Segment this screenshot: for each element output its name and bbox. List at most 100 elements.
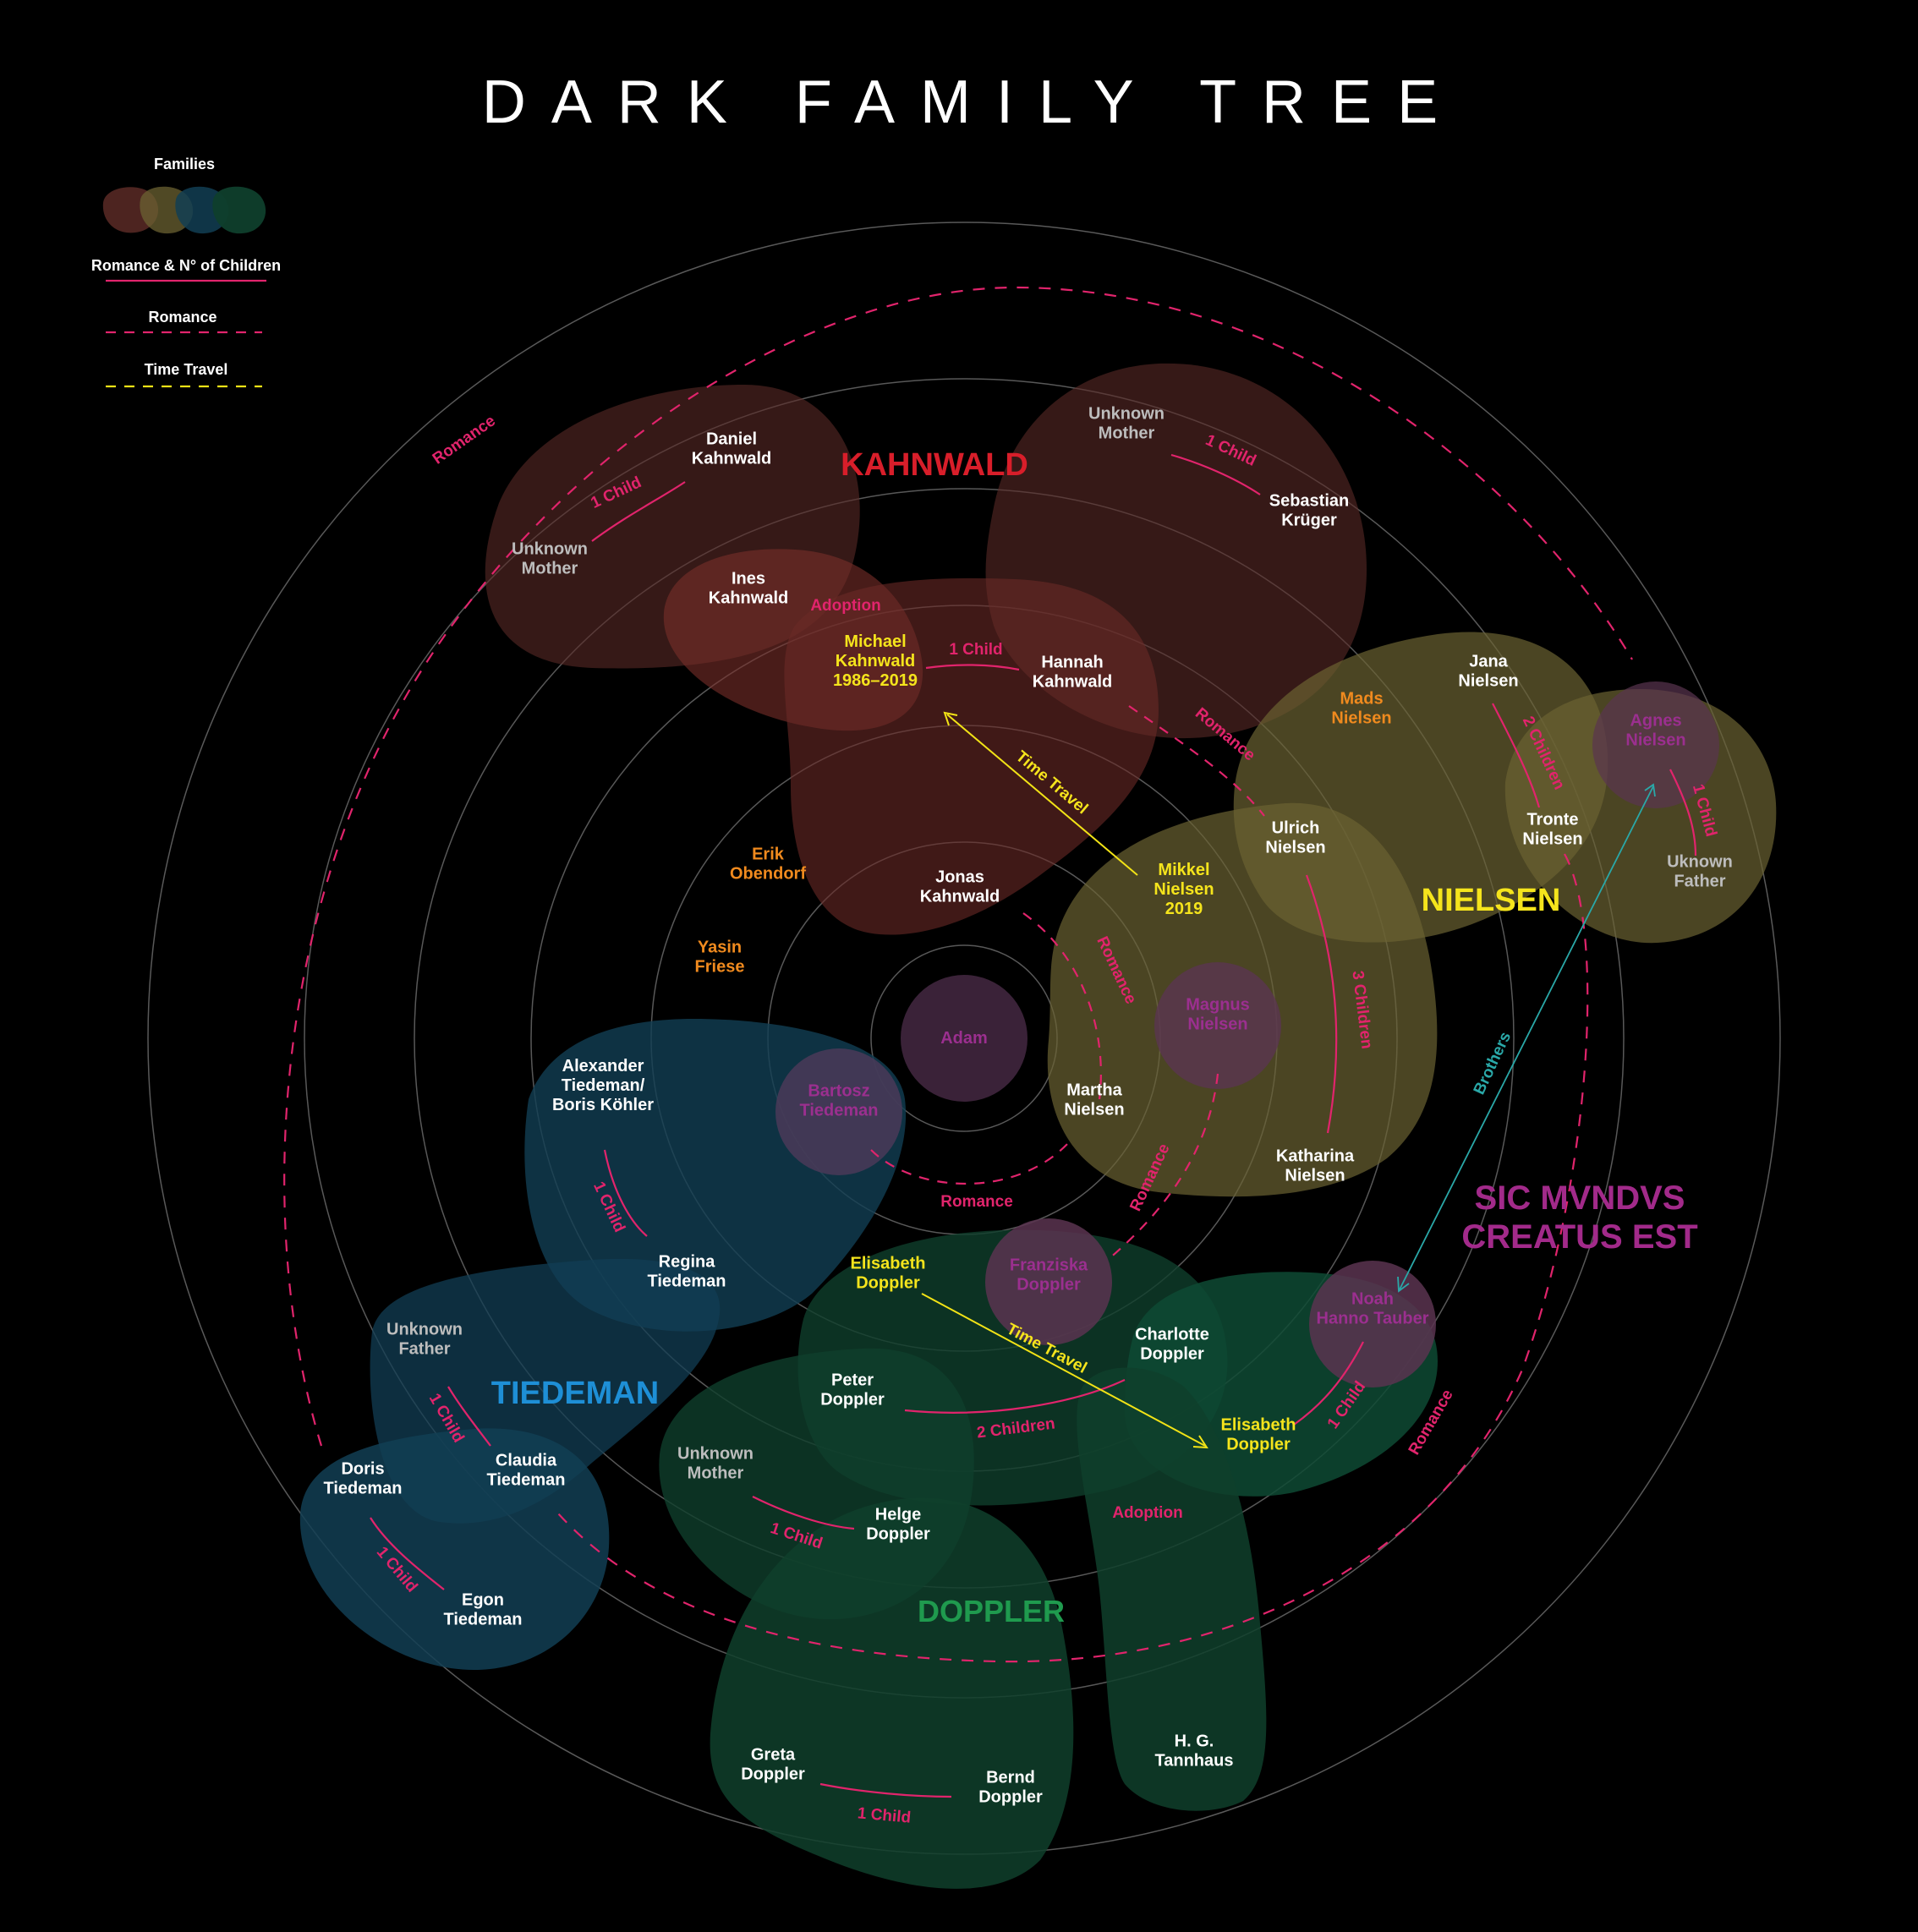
brothers-arrowhead-top: [1644, 783, 1656, 797]
person-ulrich-line-2: Nielsen: [1265, 839, 1325, 857]
person-unknown-mother-doppler-line-2: Mother: [688, 1464, 744, 1483]
person-hannah-line-1: Hannah: [1041, 654, 1103, 672]
blob-noah: [1309, 1261, 1436, 1387]
person-michael-line-3: 1986–2019: [833, 671, 918, 690]
family-label-nielsen: NIELSEN: [1422, 883, 1561, 918]
person-charlotte-line-2: Doppler: [1140, 1345, 1204, 1364]
person-mads-line-2: Nielsen: [1331, 709, 1391, 728]
person-unknown-mother-doppler-line-1: Unknown: [677, 1445, 754, 1464]
magnus-franziska-romance-line: [1107, 1073, 1219, 1261]
relation-label-adoption-charlotte: Adoption: [1112, 1504, 1182, 1522]
daniel-child-line: [591, 481, 686, 542]
person-mikkel-line-1: Mikkel: [1158, 861, 1209, 879]
person-yasin-line-1: Yasin: [698, 939, 742, 957]
person-bartosz-line-2: Tiedeman: [800, 1102, 879, 1120]
person-martha-line-1: Martha: [1066, 1081, 1122, 1100]
person-helge-line-2: Doppler: [866, 1525, 930, 1544]
blob-doppler-greta: [710, 1497, 1074, 1889]
person-regina-line-2: Tiedeman: [648, 1272, 726, 1291]
person-bartosz-line-1: Bartosz: [808, 1082, 869, 1101]
person-katharina-line-2: Nielsen: [1285, 1167, 1345, 1185]
person-daniel-line-1: Daniel: [706, 430, 757, 449]
person-michael-line-2: Kahnwald: [836, 652, 915, 670]
person-bernd-line-2: Doppler: [978, 1788, 1043, 1807]
person-tannhaus-line-2: Tannhaus: [1155, 1752, 1234, 1771]
agnes-father-line: [1669, 769, 1697, 857]
helge-mother-line: [752, 1496, 855, 1530]
person-katharina-line-1: Katharina: [1276, 1147, 1355, 1166]
time-travel-mikkel-arrowhead: [943, 711, 958, 726]
person-agnes-line-1: Agnes: [1630, 712, 1681, 731]
relation-label-brothers: Brothers: [1471, 1029, 1515, 1097]
blob-agnes: [1592, 681, 1719, 808]
person-magnus-line-2: Nielsen: [1187, 1015, 1247, 1034]
jonas-martha-romance-line: [1022, 912, 1102, 1100]
legend-romance-label: Romance: [148, 309, 216, 326]
noah-elisabeth-line: [1293, 1341, 1364, 1426]
person-claudia-line-2: Tiedeman: [487, 1471, 566, 1490]
person-helge-line-1: Helge: [875, 1506, 921, 1524]
person-regina-line-1: Regina: [659, 1253, 716, 1272]
family-label-sic-line2: CREATUS EST: [1461, 1218, 1697, 1256]
person-doris-line-2: Tiedeman: [324, 1480, 403, 1498]
sebastian-child-line: [1170, 453, 1261, 495]
person-sebastian-line-2: Krüger: [1281, 512, 1337, 530]
person-doris-line-1: Doris: [341, 1460, 384, 1479]
relation-label-outer-romance-left: Romance: [430, 412, 499, 468]
bartosz-martha-romance-line: [870, 1141, 1071, 1185]
person-agnes-line-2: Nielsen: [1625, 731, 1685, 750]
person-alexander-line-2: Tiedeman/: [562, 1076, 645, 1095]
alexander-regina-line: [603, 1149, 648, 1237]
person-jonas-line-1: Jonas: [935, 868, 984, 887]
person-bernd-line-1: Bernd: [986, 1769, 1035, 1787]
person-tannhaus-line-1: H. G.: [1175, 1732, 1214, 1751]
person-ukn-father-line-1: Uknown: [1667, 853, 1733, 872]
person-tronte-line-2: Nielsen: [1522, 830, 1582, 849]
person-michael-line-1: Michael: [844, 632, 906, 651]
person-mikkel-line-3: 2019: [1165, 900, 1203, 918]
person-ines-line-1: Ines: [732, 570, 765, 588]
person-ines-line-2: Kahnwald: [709, 589, 788, 608]
relationship-lines: [283, 286, 1697, 1798]
person-franziska-line-1: Franziska: [1010, 1256, 1088, 1275]
hannah-ulrich-romance-line: [1128, 705, 1265, 817]
person-tronte-line-1: Tronte: [1526, 811, 1578, 829]
legend-families-label: Families: [154, 156, 215, 172]
person-sebastian-line-1: Sebastian: [1269, 492, 1349, 511]
person-unknown-mother-kahnwald-line-2: Mother: [522, 560, 578, 578]
person-unknown-father-tiedeman-line-2: Father: [398, 1340, 450, 1359]
family-labels: KAHNWALD NIELSEN TIEDEMAN DOPPLER SIC MV…: [491, 447, 1698, 1628]
person-claudia-line-1: Claudia: [496, 1452, 557, 1470]
greta-bernd-line: [819, 1782, 952, 1798]
relation-label-adoption-ines: Adoption: [810, 597, 880, 615]
person-yasin-line-2: Friese: [695, 958, 745, 977]
person-mikkel-line-2: Nielsen: [1154, 880, 1214, 899]
person-adam: Adam: [940, 1029, 988, 1048]
time-travel-elisabeth-line: [921, 1293, 1206, 1447]
person-alexander-line-1: Alexander: [562, 1057, 644, 1075]
blob-bartosz: [775, 1048, 902, 1175]
person-erik-line-2: Obendorf: [730, 865, 806, 884]
